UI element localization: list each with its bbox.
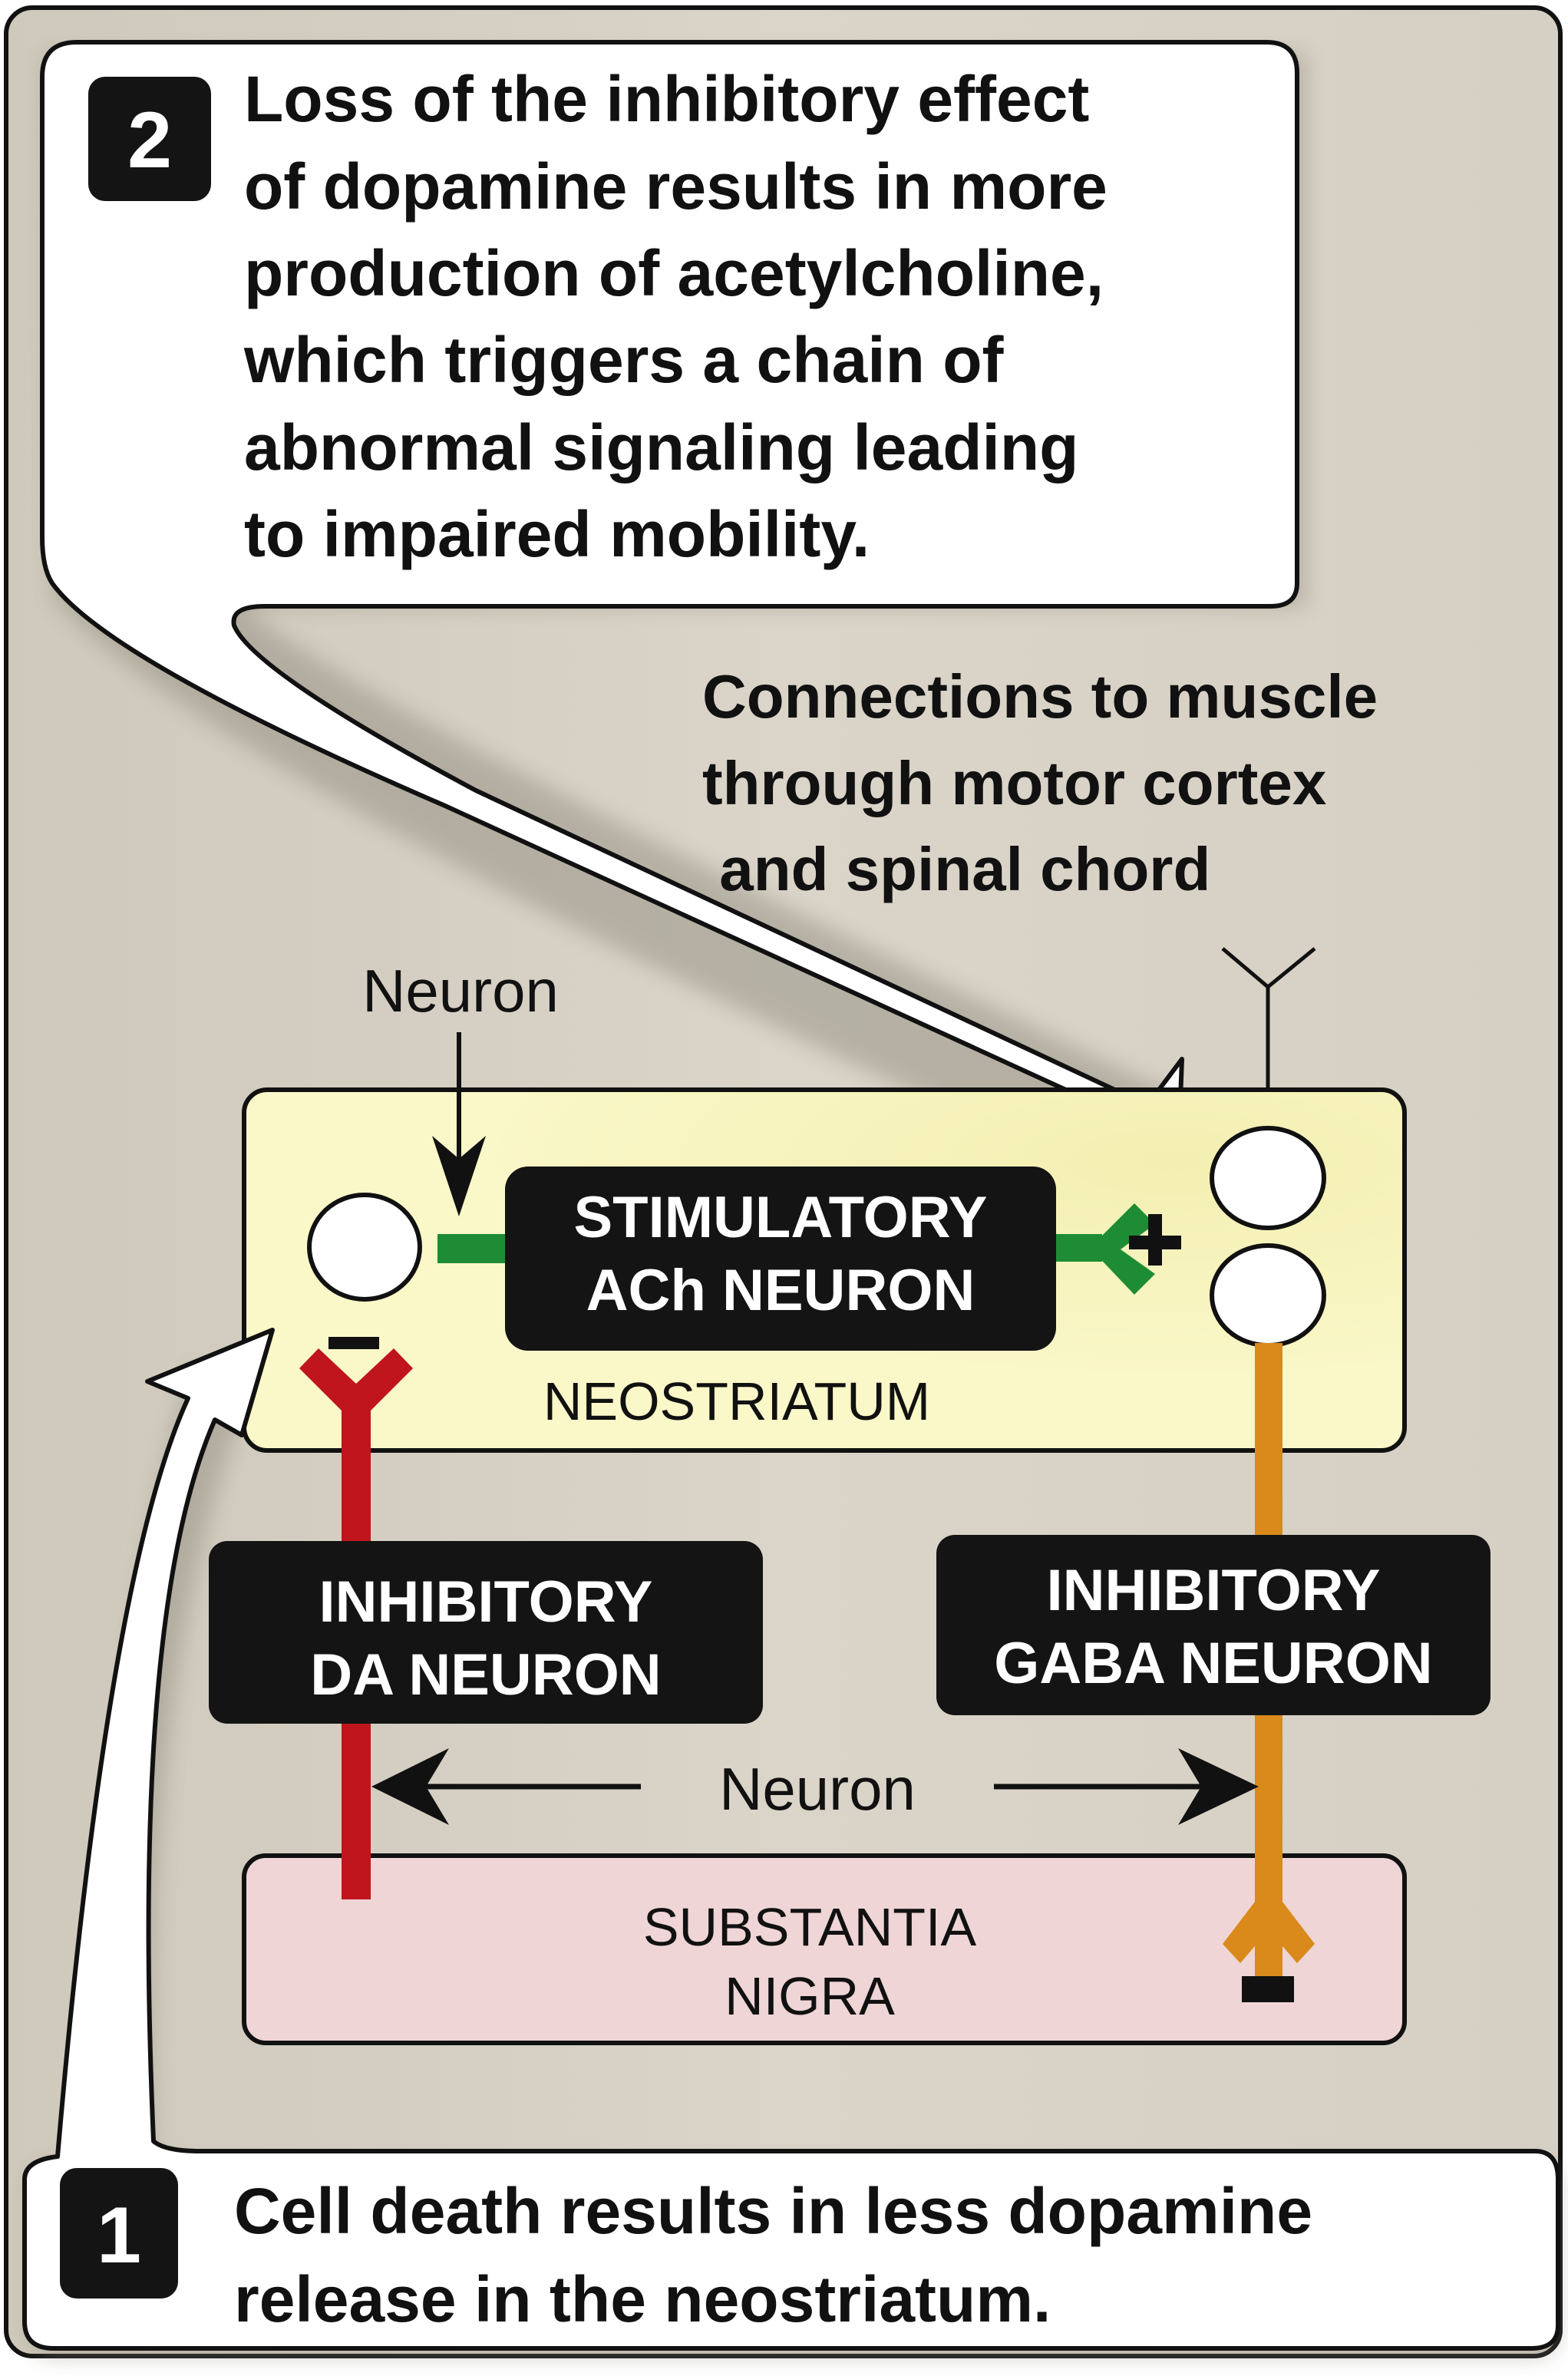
stimulatory-ach-neuron-label: ACh NEURON <box>586 1258 975 1323</box>
neuron-double-arrow-icon <box>371 1748 1259 1825</box>
callout-1-text: Cell death results in less dopamine rele… <box>234 2175 1312 2335</box>
inhibitory-gaba-neuron-label: INHIBITORY <box>1047 1558 1381 1623</box>
callout-2-text: Loss of the inhibitory effect of dopamin… <box>243 63 1108 570</box>
callout-2-line: production of acetylcholine, <box>244 237 1104 309</box>
callout-2-bubble <box>40 40 1299 1161</box>
callout-2-line: which triggers a chain of <box>243 324 1005 396</box>
step-2-number: 2 <box>127 96 172 185</box>
target-cell-body-right-top <box>1210 1126 1326 1230</box>
muscle-connection-line: Connections to muscle <box>702 662 1378 731</box>
stimulatory-ach-neuron-box <box>505 1167 1056 1351</box>
muscle-connection-label: Connections to muscle through motor cort… <box>702 662 1378 903</box>
callout-2-line: to impaired mobility. <box>244 498 870 570</box>
substantia-nigra-label: SUBSTANTIA <box>643 1897 977 1957</box>
substantia-nigra-label: NIGRA <box>725 1966 895 2026</box>
stimulatory-ach-neuron-label: STIMULATORY <box>573 1185 987 1250</box>
neuron-label-middle: Neuron <box>719 1755 916 1823</box>
target-cell-body-left <box>307 1193 422 1302</box>
callout-2-line: Loss of the inhibitory effect <box>244 63 1089 135</box>
callout-2-line: of dopamine results in more <box>244 150 1108 223</box>
ach-terminal-icon <box>1056 1203 1155 1295</box>
step-2-badge <box>88 77 211 201</box>
inhibitory-gaba-neuron-label: GABA NEURON <box>994 1631 1432 1696</box>
inhibitory-da-neuron-label: INHIBITORY <box>319 1569 653 1635</box>
inhibitory-minus-icon <box>1242 1976 1294 2002</box>
target-cell-body-right-bottom <box>1210 1243 1326 1348</box>
inhibitory-da-neuron-label: DA NEURON <box>310 1642 661 1708</box>
muscle-connection-line: and spinal chord <box>702 835 1210 903</box>
inhibitory-da-neuron-box <box>209 1541 763 1724</box>
callout-1-line: Cell death results in less dopamine <box>234 2175 1312 2247</box>
neuron-label-top: Neuron <box>362 957 559 1025</box>
inhibitory-gaba-neuron-box <box>936 1535 1490 1715</box>
callout-1-line: release in the neostriatum. <box>234 2263 1051 2335</box>
step-1-number: 1 <box>97 2191 141 2280</box>
neuron-arrow-down-icon <box>432 1032 486 1216</box>
excitatory-plus-icon <box>1129 1214 1181 1266</box>
substantia-nigra-region <box>242 1853 1407 2045</box>
step-1-badge <box>60 2168 178 2298</box>
callout-2-line: abnormal signaling leading <box>244 411 1079 483</box>
ach-input-bar <box>437 1234 510 1263</box>
neostriatum-label: NEOSTRIATUM <box>543 1371 930 1431</box>
muscle-connection-line: through motor cortex <box>702 749 1326 817</box>
inhibitory-minus-icon <box>328 1337 379 1349</box>
